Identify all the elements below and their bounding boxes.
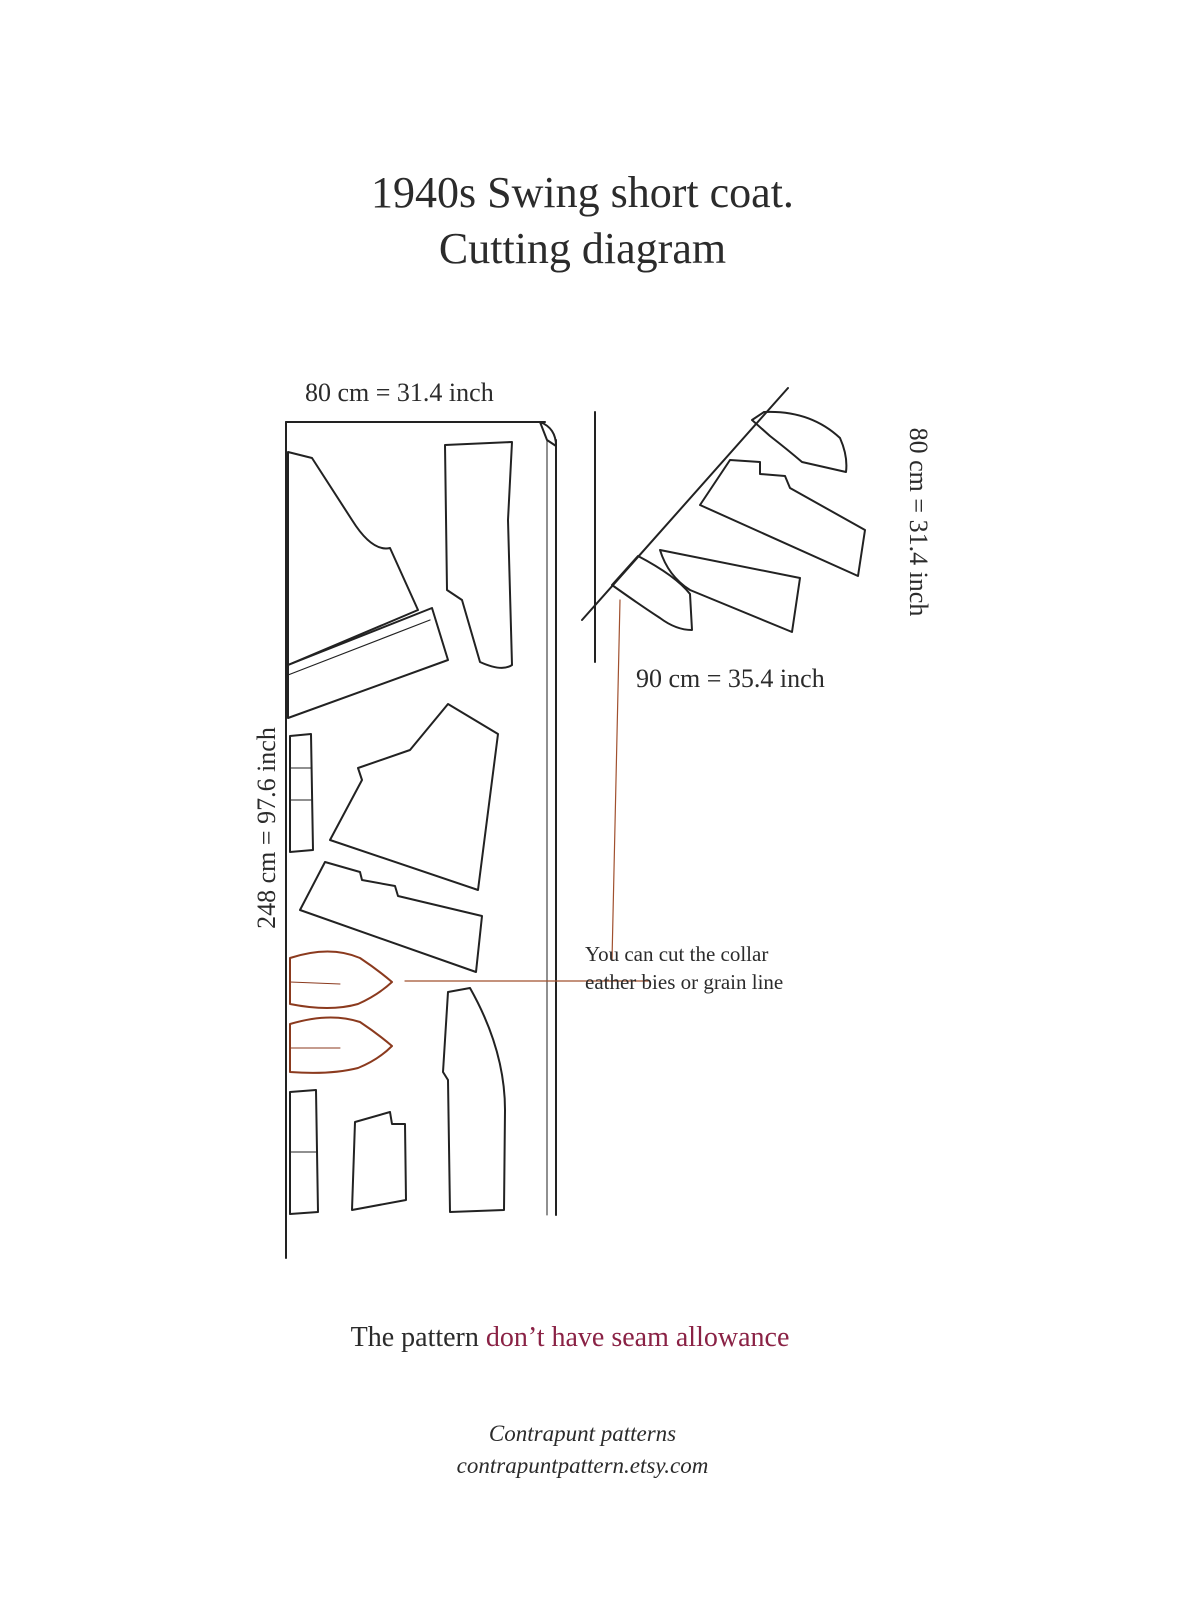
collar-piece-2 [289,1016,393,1074]
strip-piece-1 [289,733,314,853]
annotation-lines [404,599,649,982]
collar-note: You can cut the collar eather bies or gr… [585,940,783,996]
dimension-left-length: 248 cm = 97.6 inch [252,727,281,929]
back-skirt-piece [287,451,419,666]
dimension-middle-width: 90 cm = 35.4 inch [636,664,825,693]
right-cuff-piece [659,549,801,633]
back-band-seam [287,619,431,676]
fabric-layout-frame [285,421,557,1259]
collar-piece-1 [289,950,393,1009]
facing-piece [442,987,506,1213]
title-line-2: Cutting diagram [438,224,727,273]
pocket-piece [351,1111,407,1211]
title-line-1: 1940s Swing short coat. [371,168,794,217]
credit-block: Contrapunt patterns contrapuntpattern.et… [0,1418,1165,1482]
collar-note-line-1: You can cut the collar [585,942,769,966]
strip-piece-2 [289,1089,319,1215]
fabric-corner-fold [539,421,557,447]
sleeve-piece [329,703,499,891]
notice-prefix: The pattern [350,1322,486,1353]
seam-allowance-notice: The pattern don’t have seam allowance [0,1322,1140,1354]
dimension-top-width: 80 cm = 31.4 inch [305,378,494,407]
page-title: 1940s Swing short coat. Cutting diagram [0,165,1165,277]
collar-pieces [289,950,393,1074]
fabric-layout-right [581,387,866,663]
right-collar-piece [751,410,848,473]
back-band-piece [287,607,449,719]
pattern-pieces-left [287,441,513,1215]
dimension-right-width: 80 cm = 31.4 inch [904,427,933,617]
leader-vertical [611,599,621,961]
credit-url: contrapuntpattern.etsy.com [456,1453,709,1478]
cuff-piece [299,861,483,973]
notice-highlight: don’t have seam allowance [485,1322,790,1353]
credit-name: Contrapunt patterns [488,1421,677,1446]
right-sleeve-piece [699,459,866,577]
front-panel-piece [444,441,513,669]
collar-note-line-2: eather bies or grain line [585,970,784,994]
right-front-piece [611,555,693,631]
